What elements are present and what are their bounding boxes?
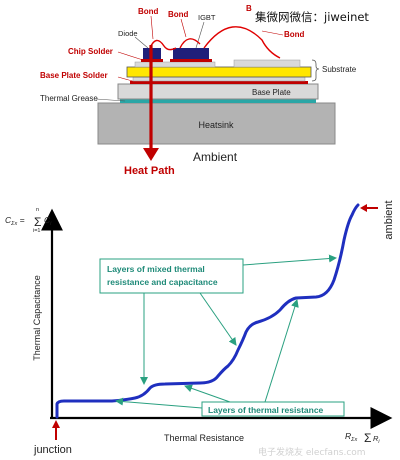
svg-text:CΣx =: CΣx = [5,215,25,227]
bond-leader-1 [150,15,154,40]
mixed-arrow-2 [199,292,237,346]
diode-leader [134,36,149,49]
watermark-text: 集微网微信：jiweinet [255,10,369,24]
svg-text:i=1: i=1 [33,228,41,234]
thermal-grease-label: Thermal Grease [40,94,98,103]
bond-label-1: Bond [138,7,159,16]
bond-leader-2 [180,18,187,38]
junction-arrowhead [52,420,60,428]
svg-text:n: n [36,207,39,213]
ambient-arrowhead [360,204,367,212]
callout-resistance-text: Layers of thermal resistance [208,405,324,415]
igbt-label: IGBT [198,13,216,22]
chip-solder-right [170,59,212,62]
substrate-top-copper-left [134,61,216,68]
x-axis-formula: RΣx Σ Ri [345,431,380,445]
svg-text:RΣx: RΣx [345,431,357,443]
substrate-top-copper-right [233,59,301,68]
structure-function-graph: CΣx = Σ n i=1 Ci Thermal Capacitance The… [5,200,395,458]
y-axis-label: Thermal Capacitance [32,275,42,361]
substrate-bottom-copper [132,76,306,82]
resistance-arrow-1 [115,397,203,409]
base-plate-solder [130,81,308,84]
svg-text:Σ: Σ [34,215,41,229]
callout-resistance-box [201,401,345,417]
heatsink-label: Heatsink [198,120,234,130]
base-plate-solder-label: Base Plate Solder [40,71,108,80]
footer-watermark: 电子发烧友 elecfans.com [258,446,366,458]
bond-wire-3 [203,26,281,59]
callout-mixed-box [99,258,244,294]
mixed-arrow-3 [242,254,337,266]
heatsink [97,102,336,145]
base-plate-label: Base Plate [252,88,291,97]
diode-label: Diode [118,29,138,38]
junction-label: junction [33,444,72,456]
substrate-brace [311,59,320,82]
bond-leader-4 [261,30,284,36]
svg-text:Ri: Ri [373,434,380,445]
bond-wire-2 [179,38,201,49]
thermal-grease-layer [120,99,316,103]
bond-wire-1 [149,39,177,51]
x-axis-label: Thermal Resistance [164,433,244,443]
bond-label-3: B [246,4,252,13]
svg-text:Σ: Σ [364,431,371,445]
ambient-label: Ambient [193,150,238,164]
bond-label-4: Bond [284,30,305,39]
svg-text:Ci: Ci [44,215,52,227]
resistance-arrow-3 [264,299,299,403]
substrate-label: Substrate [322,65,357,74]
bond-label-2: Bond [168,10,189,19]
substrate-ceramic [126,66,312,78]
callout-mixed-line1: Layers of mixed thermal [107,264,205,274]
resistance-arrow-2 [184,384,231,403]
chip-solder-leader [117,51,144,61]
module-cross-section: Heatsink Thermal Grease Base Plate Base … [40,4,369,177]
y-axis-formula: CΣx = Σ n i=1 Ci [5,207,52,234]
ambient-graph-label: ambient [383,200,395,239]
structure-function-curve [55,203,360,419]
igbt-chip [173,48,209,59]
chip-solder-label: Chip Solder [68,47,113,56]
thermal-grease-leader [95,98,126,102]
heat-path-arrowhead [143,148,159,161]
igbt-leader [195,21,205,49]
callout-mixed-line2: resistance and capacitance [107,277,218,287]
heat-path-label: Heat Path [124,165,175,177]
